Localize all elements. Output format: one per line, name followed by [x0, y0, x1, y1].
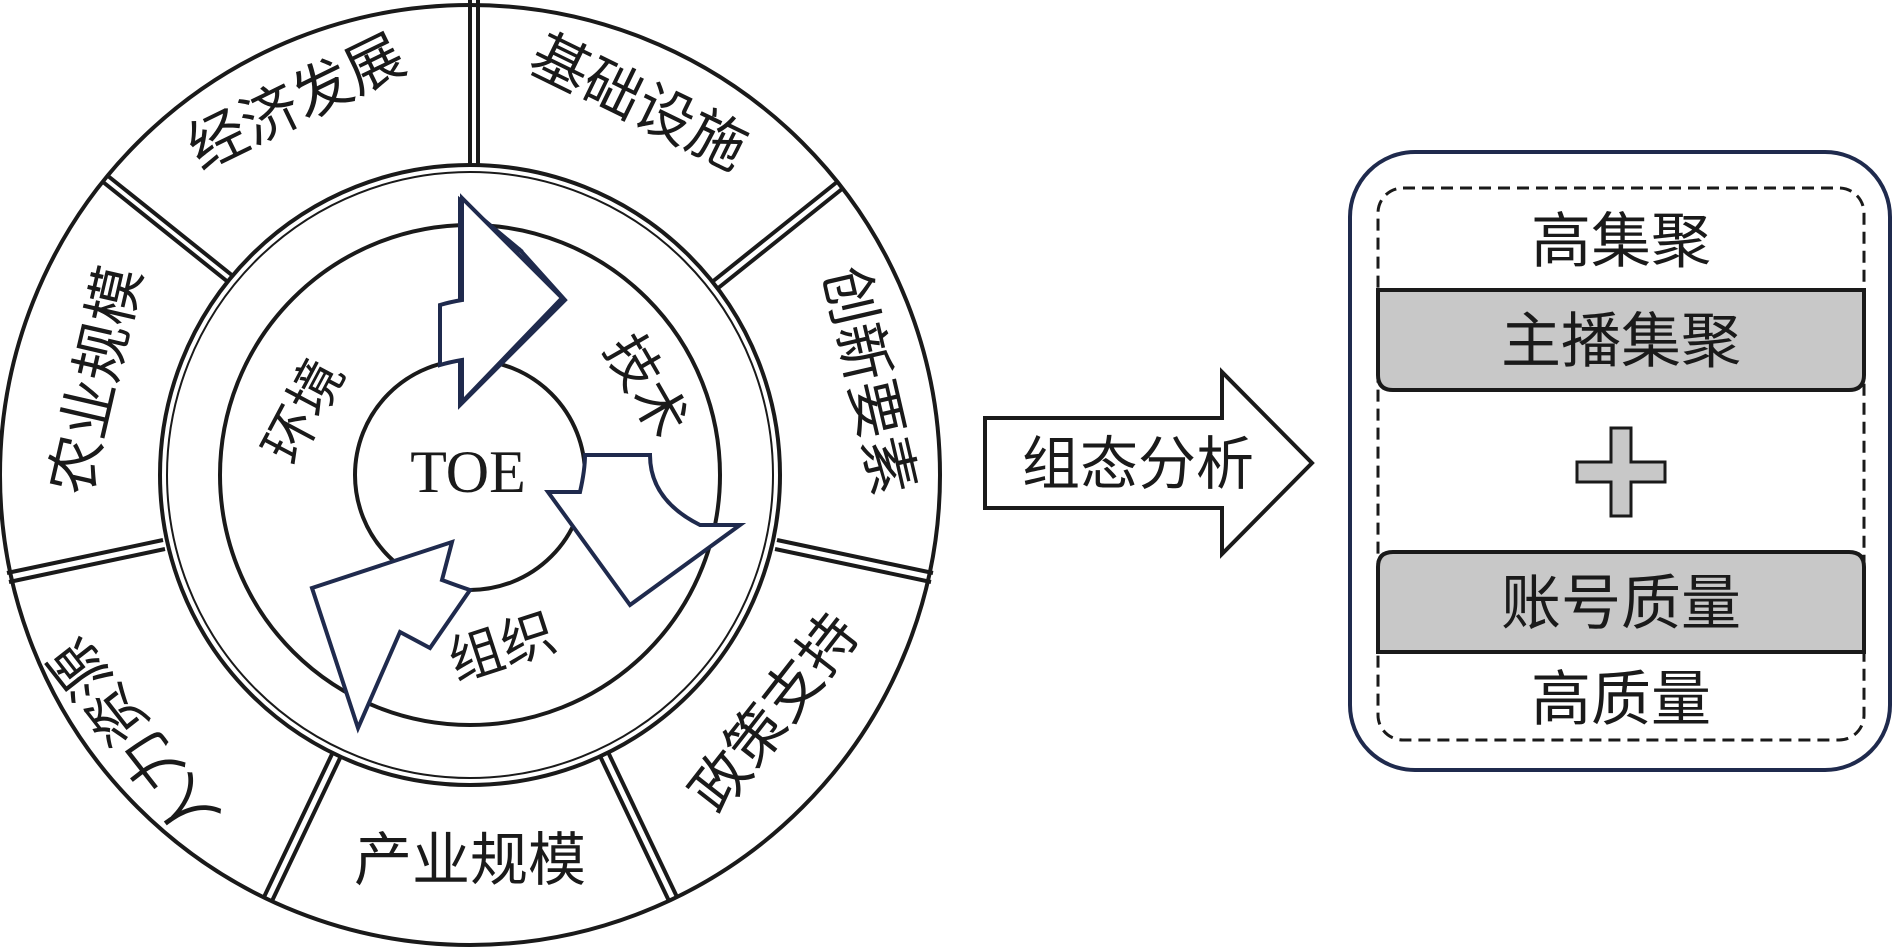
- toe-wheel: 经济发展 基础设施 创新要素 政策支持 产业规模 人力资源 农业规模 技术 组织…: [0, 0, 942, 947]
- segment-innovation-factors: 创新要素: [810, 260, 928, 501]
- center-toe-label: TOE: [410, 439, 526, 505]
- block-arrow: [983, 367, 1315, 559]
- arrow-environment-to-technology: [438, 193, 565, 407]
- label-high-quality: 高质量: [1531, 665, 1711, 735]
- segment-agricultural-scale: 农业规模: [36, 260, 154, 501]
- configuration-analysis-arrow: 组态分析: [983, 367, 1315, 559]
- label-environment: 环境: [251, 349, 357, 474]
- box-account-quality: [1376, 550, 1866, 654]
- label-anchor-agglomeration: 主播集聚: [1501, 307, 1741, 377]
- label-high-agglomeration: 高集聚: [1531, 207, 1711, 277]
- segment-dividers: [6, 0, 934, 902]
- outer-ring-inner-border-2: [166, 171, 774, 779]
- result-panel: 高集聚 主播集聚 账号质量 高质量: [1348, 150, 1892, 772]
- segment-industry-scale: 产业规模: [354, 826, 586, 894]
- arrow-organization-to-environment: [309, 538, 474, 734]
- label-organization: 组织: [441, 601, 563, 694]
- panel-dashed-border: [1376, 186, 1866, 742]
- box-anchor-agglomeration: [1376, 288, 1866, 392]
- plus-icon: [1575, 426, 1667, 518]
- arrow-technology-to-organization: [544, 453, 747, 608]
- segment-human-resources: 人力资源: [36, 625, 232, 850]
- segment-policy-support: 政策支持: [676, 600, 872, 825]
- arrow-label: 组态分析: [1022, 430, 1254, 498]
- label-account-quality: 账号质量: [1501, 569, 1741, 639]
- segment-economic-development: 经济发展: [177, 21, 415, 184]
- segment-infrastructure: 基础设施: [520, 21, 758, 184]
